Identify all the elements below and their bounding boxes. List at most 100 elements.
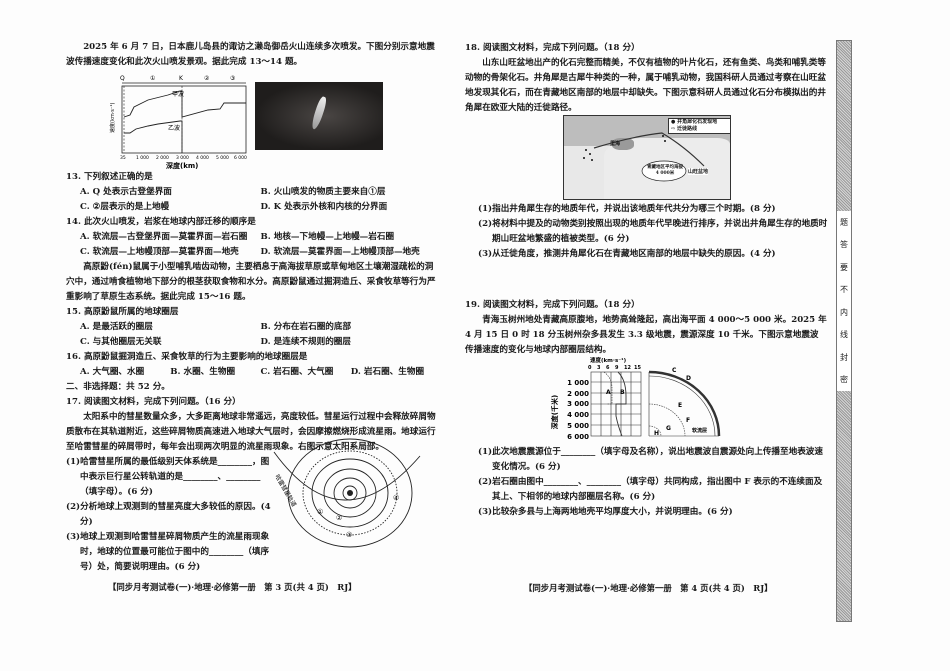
map-legend: ● 井角犀化石发现地 ⇨ 迁徙路线 <box>668 118 730 134</box>
legend-route: 迁徙路线 <box>676 126 697 132</box>
q13-option-d[interactable]: D. K 处表示外核和内核的分界面 <box>260 202 388 212</box>
q17-sub-1: (1)哈雷彗星所属的最低级别天体系统是________，图中表示巨行星公转轨道的… <box>66 457 270 497</box>
p-wave-line <box>123 90 246 118</box>
seal-char: 题 <box>840 217 848 227</box>
x-tick: 1 000 <box>136 155 149 161</box>
footer-page-4: 【同步月考测试卷(一)·地理·必修第一册 第 4 页(共 4 页) RJ】 <box>524 583 773 593</box>
position-1: ① <box>317 508 323 516</box>
y-axis-label: 速度(km·s⁻¹) <box>109 102 116 133</box>
layer-e: E <box>678 402 682 409</box>
depth-tick: 3 000 <box>567 400 589 408</box>
volcano-eruption-photo <box>255 82 383 150</box>
section-2-heading: 二、非选择题：共 52 分。 <box>66 382 170 392</box>
q17-sub-2: (2)分析地球上观测到的彗星亮度大多较低的原因。(4 分) <box>66 502 271 527</box>
earth-interior-diagram: 深度(千米) 1 000 2 000 3 000 4 000 5 000 6 0… <box>550 356 721 441</box>
label-asthenosphere: 软流层 <box>692 427 707 434</box>
q16-option-b[interactable]: B. 水圈、生物圈 <box>170 367 236 377</box>
depth-tick: 6 000 <box>567 433 589 441</box>
q14-option-a[interactable]: A. 软流层—古登堡界面—莫霍界面—岩石圈 <box>80 232 248 242</box>
depth-tick: 1 000 <box>567 379 589 387</box>
depth-tick: 2 000 <box>567 390 589 398</box>
q13-option-b[interactable]: B. 火山喷发的物质主要来自①层 <box>260 187 386 197</box>
x-tick: 3 000 <box>176 155 189 161</box>
label-3: ③ <box>230 75 235 82</box>
seal-char: 线 <box>840 330 848 340</box>
solar-system-diagram: 哈雷彗星轨道 ① ② ③ ④ <box>273 438 421 548</box>
x-tick: 35 <box>120 155 126 161</box>
layer-g: G <box>666 425 671 432</box>
depth-tick: 5 000 <box>567 422 589 430</box>
q16-option-a[interactable]: A. 大气圈、水圈 <box>80 367 145 377</box>
right-column: 18. 阅读图文材料，完成下列问题。（18 分） 山东山旺盆地出产的化石完整而精… <box>465 41 827 116</box>
q17-sub-3: (3)地球上观测到哈雷彗星碎屑物质产生的流星雨现象时，地球的位置最可能位于图中的… <box>66 532 270 572</box>
wave-a: A <box>606 389 611 396</box>
depth-tick: 4 000 <box>567 411 589 419</box>
q19-sub-3: (3)比较杂多县与上海两地地壳平均厚度大小，并说明理由。(6 分) <box>478 507 733 517</box>
migration-map: ● 井角犀化石发现地 ⇨ 迁徙路线 里海 山旺盆地 青藏地区平均海拔4 000米 <box>563 115 731 200</box>
q16-option-c[interactable]: C. 岩石圈、大气圈 <box>260 367 334 377</box>
position-4: ④ <box>393 494 399 502</box>
q18-material: 山东山旺盆地出产的化石完整而精美，不仅有植物的叶片化石，还有鱼类、鸟类和哺乳类等… <box>465 58 826 113</box>
migration-route <box>593 132 705 167</box>
legend-fossil-site: 井角犀化石发现地 <box>677 119 718 125</box>
speed-tick: 15 <box>634 365 641 371</box>
label-1: ① <box>150 75 155 82</box>
q18-sub-3: (3)从迁徙角度，推测井角犀化石在青藏地区南部的地层中缺失的原因。(4 分) <box>478 249 776 259</box>
depth-label: 深度(千米) <box>550 395 559 429</box>
q14-option-d[interactable]: D. 软流层—莫霍界面—上地幔顶部—地壳 <box>260 247 420 257</box>
halley-comet-orbit <box>273 451 421 501</box>
seal-line-strip: 题 答 要 不 内 线 封 密 <box>836 40 852 622</box>
position-3: ③ <box>346 531 352 539</box>
questions-13-17: 13. 下列叙述正确的是 A. Q 处表示古登堡界面 B. 火山喷发的物质主要来自… <box>66 170 441 575</box>
seal-notice: 题 答 要 不 内 线 封 密 <box>837 211 851 391</box>
x-tick: 2 000 <box>156 155 169 161</box>
layer-f: F <box>686 417 690 424</box>
q15-option-c[interactable]: C. 与其他圈层无关联 <box>80 337 162 347</box>
q18-sub-1: (1)指出井角犀生存的地质年代，并说出该地质年代共分为哪三个时期。(8 分) <box>478 204 776 214</box>
label-q: Q <box>120 75 125 82</box>
seal-char: 密 <box>840 375 848 385</box>
q15-stem: 15. 高原鼢鼠所属的地球圈层 <box>66 307 179 317</box>
q19-sub-2: (2)岩石圈由图中________、________（填字母）共同构成，指出图中… <box>478 477 823 502</box>
wave-b: B <box>620 389 625 396</box>
q16-option-d[interactable]: D. 岩石圈、生物圈 <box>350 367 425 377</box>
q18-sub-2: (2)将材料中提及的动物类别按照出现的地质年代早晚进行排序，并说出井角犀生存的地… <box>478 219 828 244</box>
speed-label: 速度(km·s⁻¹) <box>590 356 627 364</box>
seal-char: 不 <box>840 285 848 295</box>
map-label-sea: 里海 <box>610 141 621 147</box>
q15-option-a[interactable]: A. 是最活跃的圈层 <box>80 322 153 332</box>
q14-stem: 14. 此次火山喷发，岩浆在地球内部迁移的顺序是 <box>66 217 256 227</box>
q13-option-c[interactable]: C. ②层表示的是上地幔 <box>80 202 170 212</box>
layer-d: D <box>686 375 691 382</box>
footer-page-3: 【同步月考测试卷(一)·地理·必修第一册 第 3 页(共 4 页) RJ】 <box>108 582 357 592</box>
q17-material: 太阳系中的彗星数量众多，大多距离地球非常遥远，亮度较低。彗星运行过程中会释放碎屑… <box>66 412 436 452</box>
q16-stem: 16. 高原鼢鼠掘洞造丘、采食牧草的行为主要影响的地球圈层是 <box>66 352 308 362</box>
x-tick: 4 000 <box>196 155 209 161</box>
s-wave-line <box>124 120 183 153</box>
q15-option-d[interactable]: D. 是连续不规则的圈层 <box>260 337 351 347</box>
q15-option-b[interactable]: B. 分布在岩石圈的底部 <box>260 322 352 332</box>
series-yi: 乙波 <box>168 124 180 132</box>
seal-char: 内 <box>840 307 848 317</box>
seismic-wave-chart: Q ① K ② ③ 甲波 乙波 速度(km·s⁻¹) 35 1 000 2 00… <box>109 75 247 170</box>
q13-option-a[interactable]: A. Q 处表示古登堡界面 <box>80 187 172 197</box>
q19-sub-1: (1)此次地震震源位于________（填字母及名称），说出地震波自震源处向上传… <box>478 447 823 472</box>
left-column: 2025 年 6 月 7 日，日本鹿儿岛县的诹访之濑岛御岳火山连续多次喷发。下图… <box>66 40 441 70</box>
x-tick: 5 000 <box>216 155 229 161</box>
q19-material: 青海玉树州地处青藏高原腹地，地势高耸隆起，高出海平面 4 000～5 000 米… <box>465 315 827 355</box>
comet-orbit-label: 哈雷彗星轨道 <box>273 473 298 508</box>
speed-tick: 3 <box>597 365 601 371</box>
q13-stem: 13. 下列叙述正确的是 <box>66 172 153 182</box>
q14-option-c[interactable]: C. 软流层—上地幔顶部—莫霍界面—地壳 <box>80 247 239 257</box>
q14-option-b[interactable]: B. 地核—下地幔—上地幔—岩石圈 <box>260 232 395 242</box>
seal-char: 要 <box>840 262 848 272</box>
q17-stem: 17. 阅读图文材料，完成下列问题。（16 分） <box>66 397 241 407</box>
intro-13-14: 2025 年 6 月 7 日，日本鹿儿岛县的诹访之濑岛御岳火山连续多次喷发。下图… <box>66 42 435 67</box>
q18-stem: 18. 阅读图文材料，完成下列问题。（18 分） <box>465 43 640 53</box>
position-2: ② <box>336 514 342 522</box>
map-label-shanwang: 山旺盆地 <box>688 168 709 175</box>
q19-block: 19. 阅读图文材料，完成下列问题。（18 分） 青海玉树州地处青藏高原腹地，地… <box>465 298 827 358</box>
speed-tick: 12 <box>624 365 631 371</box>
q18-subquestions: (1)指出井角犀生存的地质年代，并说出该地质年代共分为哪三个时期。(8 分) (… <box>478 202 828 262</box>
